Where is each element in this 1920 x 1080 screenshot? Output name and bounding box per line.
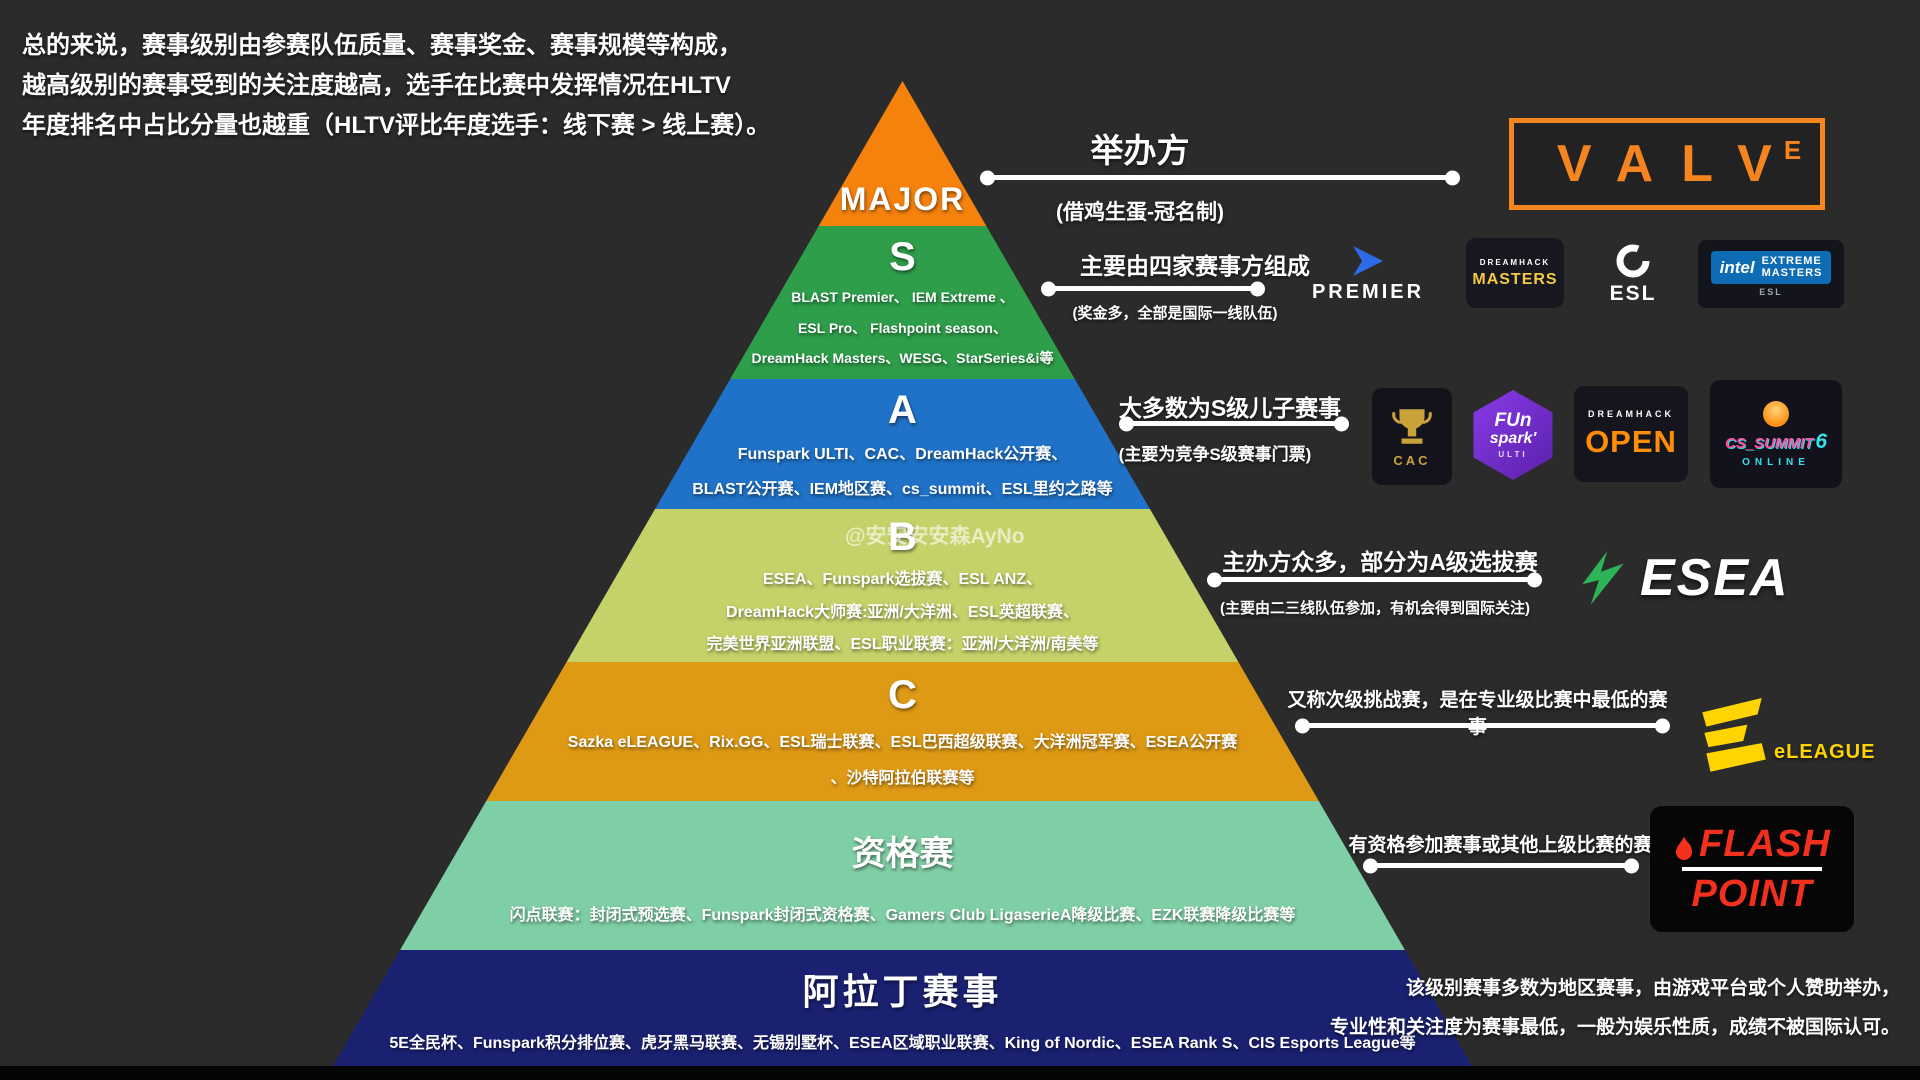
iem-blue-panel: intel EXTREME MASTERS — [1710, 250, 1832, 285]
tier-aladdin-title: 阿拉丁赛事 — [802, 971, 1003, 1013]
tier-b-line-1: ESEA、Funspark选拔赛、ESL ANZ、 — [762, 571, 1043, 589]
tier-b-line-2: DreamHack大师赛:亚洲/大洋洲、ESL英超联赛、 — [726, 603, 1079, 621]
tier-s-title: S — [889, 234, 916, 279]
tier-major-title: MAJOR — [839, 181, 966, 217]
cs-summit-logo: CS_SUMMIT 6 ONLINE — [1710, 380, 1842, 488]
dreamhack-open-main-text: OPEN — [1585, 423, 1677, 459]
annotation-aladdin-line-1: 该级别赛事多数为地区赛事，由游戏平台或个人赞助举办， — [1405, 978, 1900, 999]
esl-text: ESL — [1609, 281, 1657, 305]
bottom-black-strip — [0, 1066, 1920, 1080]
connector-line-c — [1300, 723, 1665, 728]
tier-aladdin-line-1: 5E全民杯、Funspark积分排位赛、虎牙黑马联赛、无锡别墅杯、ESEA区域职… — [389, 1034, 1416, 1052]
tier-a-title: A — [888, 387, 917, 432]
annotation-major-title: 举办方 — [1090, 132, 1190, 169]
dreamhack-open-top-text: DREAMHACK — [1588, 408, 1674, 419]
tier-a-line-2: BLAST公开赛、IEM地区赛、cs_summit、ESL里约之路等 — [692, 480, 1113, 498]
connector-line-a — [1124, 421, 1344, 426]
dreamhack-masters-main-text: MASTERS — [1472, 270, 1558, 288]
funspark-text-bottom: spark' — [1489, 429, 1537, 447]
dreamhack-masters-logo: DREAMHACK MASTERS — [1466, 238, 1564, 308]
dreamhack-open-logo: DREAMHACK OPEN — [1574, 386, 1688, 482]
tier-s-line-2: ESL Pro、 Flashpoint season、 — [797, 319, 1007, 336]
valve-logo: VALV E — [1509, 118, 1825, 210]
esl-ring-icon — [1615, 243, 1651, 279]
iem-masters-text: MASTERS — [1761, 266, 1823, 279]
valve-logo-text: VALV — [1556, 135, 1800, 193]
tier-c-title: C — [888, 672, 917, 717]
annotation-major-subtitle: (借鸡生蛋-冠名制) — [1056, 201, 1224, 224]
connector-line-s — [1046, 286, 1260, 291]
tier-aladdin: 阿拉丁赛事 5E全民杯、Funspark积分排位赛、虎牙黑马联赛、无锡别墅杯、E… — [333, 950, 1472, 1066]
esea-text: ESEA — [1640, 549, 1790, 607]
intel-brand-text: intel — [1719, 257, 1755, 277]
iem-esl-subtext: ESL — [1759, 287, 1783, 298]
cs-summit-title-row: CS_SUMMIT 6 — [1725, 430, 1827, 454]
tier-b-title: B — [888, 515, 917, 560]
trophy-icon — [1391, 405, 1433, 449]
annotation-qualifier-title: 有资格参加赛事或其他上级比赛的赛事 — [1348, 835, 1672, 856]
tier-c-line-2: 、沙特阿拉伯联赛等 — [830, 770, 975, 788]
annotation-b-title: 主办方众多，部分为A级选拔赛 — [1222, 549, 1538, 575]
tier-c-line-1: Sazka eLEAGUE、Rix.GG、ESL瑞士联赛、ESL巴西超级联赛、大… — [567, 733, 1238, 751]
dreamhack-masters-top-text: DREAMHACK — [1479, 257, 1551, 267]
intro-line-2: 越高级别的赛事受到的关注度越高，选手在比赛中发挥情况在HLTV — [22, 72, 731, 99]
tier-b-line-3: 完美世界亚洲联盟、ESL职业联赛：亚洲/大洋洲/南美等 — [706, 635, 1099, 653]
esea-spark-icon — [1572, 547, 1630, 609]
cac-text: CAC — [1393, 453, 1431, 468]
valve-logo-e: E — [1783, 134, 1802, 165]
flashpoint-logo: FLASH POINT — [1650, 806, 1854, 932]
sun-icon — [1763, 400, 1789, 427]
annotation-a-title: 大多数为S级儿子赛事 — [1118, 395, 1342, 421]
cs-summit-title: CS_SUMMIT — [1724, 434, 1814, 452]
iem-wordmark: EXTREME MASTERS — [1761, 254, 1823, 279]
watermark: @安安安安森AyNo — [845, 525, 1025, 548]
cs-summit-number: 6 — [1815, 429, 1828, 453]
esl-logo: ESL — [1592, 238, 1674, 310]
intro-line-3: 年度排名中占比分量也越重（HLTV评比年度选手：线下赛 > 线上赛）。 — [22, 112, 771, 139]
tier-qualifier: 资格赛 闪点联赛：封闭式预选赛、Funspark封闭式资格赛、Gamers Cl… — [333, 801, 1472, 950]
annotation-s-subtitle: (奖金多，全部是国际一线队伍) — [1072, 305, 1278, 322]
eleague-logo: eLEAGUE — [1696, 672, 1874, 782]
eleague-e-icon — [1696, 698, 1768, 782]
cac-logo: CAC — [1372, 388, 1452, 485]
tier-a-line-1: Funspark ULTI、CAC、DreamHack公开赛、 — [737, 446, 1068, 463]
annotation-c-title: 又称次级挑战赛，是在专业级比赛中最低的赛事 — [1287, 690, 1668, 738]
flame-icon — [1673, 836, 1695, 862]
blast-mark-icon — [1350, 246, 1386, 276]
annotation-aladdin-line-2: 专业性和关注度为赛事最低，一般为娱乐性质，成绩不被国际认可。 — [1329, 1017, 1900, 1038]
connector-line-qualifier — [1368, 863, 1634, 868]
intro-line-1: 总的来说，赛事级别由参赛队伍质量、赛事奖金、赛事规模等构成， — [22, 32, 742, 59]
flashpoint-flash-text: FLASH — [1699, 822, 1831, 865]
connector-line-b — [1212, 577, 1537, 582]
blast-premier-logo: PREMIER — [1286, 240, 1450, 310]
intro-text: 总的来说，赛事级别由参赛队伍质量、赛事奖金、赛事规模等构成， 越高级别的赛事受到… — [22, 26, 770, 146]
intel-extreme-masters-logo: intel EXTREME MASTERS ESL — [1698, 240, 1844, 308]
esea-logo: ESEA — [1572, 540, 1828, 616]
tier-qualifier-line-1: 闪点联赛：封闭式预选赛、Funspark封闭式资格赛、Gamers Club L… — [509, 906, 1296, 924]
funspark-text-top: FUn — [1494, 409, 1532, 431]
annotation-s-title: 主要由四家赛事方组成 — [1080, 253, 1310, 279]
annotation-b-subtitle: (主要由二三线队伍参加，有机会得到国际关注) — [1220, 600, 1530, 617]
iem-extreme-text: EXTREME — [1761, 254, 1822, 267]
flashpoint-point-text: POINT — [1691, 873, 1813, 915]
blast-premier-text: PREMIER — [1311, 281, 1425, 303]
funspark-logo: FUn spark' ULTI — [1473, 390, 1553, 480]
flashpoint-top-row: FLASH — [1673, 822, 1831, 865]
tier-s-line-1: BLAST Premier、 IEM Extreme 、 — [791, 289, 1014, 306]
eleague-text: eLEAGUE — [1774, 741, 1876, 763]
flashpoint-divider — [1682, 867, 1822, 871]
funspark-ulti-text: ULTI — [1498, 449, 1528, 459]
cs-summit-online-text: ONLINE — [1742, 456, 1810, 468]
connector-line-major — [985, 175, 1455, 180]
annotation-a-subtitle: (主要为竞争S级赛事门票) — [1118, 445, 1312, 464]
tier-qualifier-title: 资格赛 — [851, 835, 954, 874]
tier-s-line-3: DreamHack Masters、WESG、StarSeries&i等 — [751, 350, 1054, 367]
